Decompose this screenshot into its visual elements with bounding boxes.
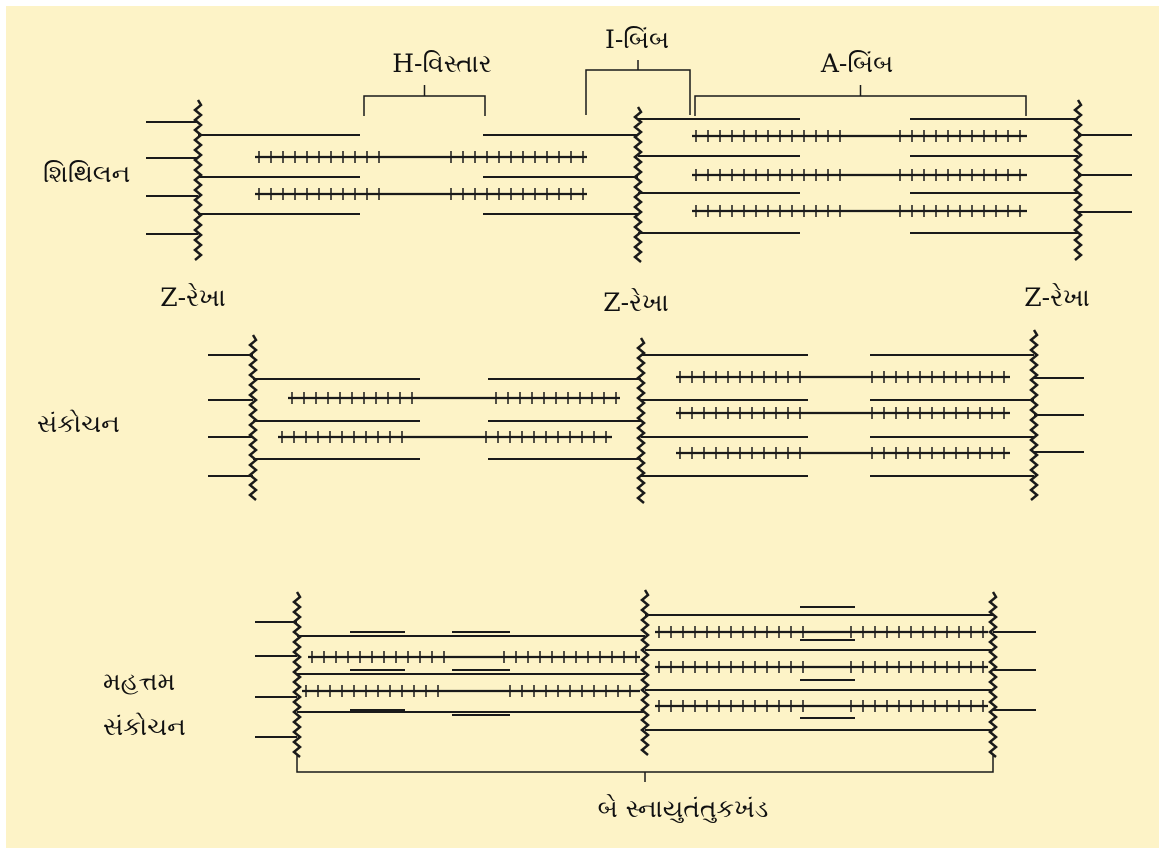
z-line-label-middle: Z-રેખા <box>603 288 668 317</box>
max-contraction-label-line2: સંકોચન <box>103 712 186 741</box>
z-line <box>1075 100 1081 260</box>
sarcomere-shapes <box>146 60 1132 782</box>
z-line <box>990 592 996 757</box>
bracket <box>695 96 1026 116</box>
h-zone-label: H-વિસ્તાર <box>392 49 492 78</box>
z-line <box>195 100 201 260</box>
relaxed-label: શિથિલન <box>43 159 130 188</box>
z-line <box>635 107 641 262</box>
max-contraction-label-line1: મહત્તમ <box>103 667 175 696</box>
i-band-label: I-બિંબ <box>605 25 669 54</box>
z-line-label-left: Z-રેખા <box>160 283 225 312</box>
two-sarcomeres-label: બે સ્નાયુતંતુકખંડ <box>598 794 769 823</box>
two-sarcomere-bracket <box>297 755 993 772</box>
contracted-label: સંકોચન <box>37 409 120 438</box>
z-line-label-right: Z-રેખા <box>1024 283 1089 312</box>
a-band-label: A-બિંબ <box>820 49 893 78</box>
bracket <box>364 96 485 116</box>
